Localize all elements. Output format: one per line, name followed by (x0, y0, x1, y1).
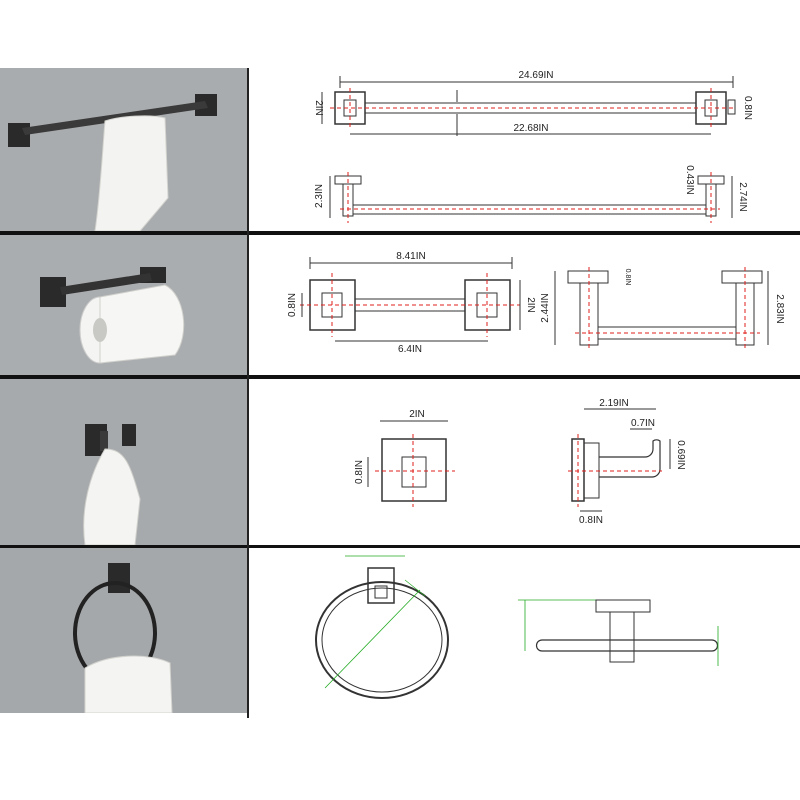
robe-hook-photo-art (0, 379, 247, 545)
base-height-label: 2IN (313, 100, 324, 116)
tip-width-label: 0.7IN (631, 418, 655, 429)
row-divider (0, 545, 800, 548)
toilet-paper-holder-photo (0, 235, 247, 375)
towel-bar-photo-art (0, 68, 247, 231)
plate-depth-label: 0.8IN (579, 515, 603, 526)
overall-length-label: 24.69IN (518, 70, 553, 81)
side-height-label: 2.44IN (540, 293, 551, 322)
inner-length-label: 6.4IN (398, 344, 422, 355)
ring-mount-icon (108, 563, 130, 593)
towel-bar-drawing: 24.69IN 2IN 0.8IN 22.68IN 2.3IN 0.43IN 2… (250, 68, 800, 231)
plate-depth-label: 0.8IN (624, 269, 631, 286)
towel-icon (84, 655, 173, 713)
towel-ring-photo (0, 548, 247, 713)
toilet-paper-holder-photo-art (0, 235, 247, 375)
towel-ring-drawing (250, 548, 800, 713)
hook-height-label: 0.69IN (675, 440, 686, 469)
side-height-label: 2.3IN (314, 184, 325, 208)
bar-icon (60, 273, 152, 295)
column-separator (247, 68, 249, 718)
paper-icon (99, 284, 185, 364)
overall-length-label: 8.41IN (396, 251, 425, 262)
robe-hook-photo (0, 379, 247, 545)
towel-bar-photo (0, 68, 247, 231)
towel-icon (83, 448, 141, 545)
bar-thickness-label: 0.8IN (742, 96, 753, 120)
towel-icon (94, 115, 169, 231)
projection-label: 2.74IN (737, 182, 748, 211)
projection-label: 2.83IN (774, 294, 785, 323)
left-mount-icon (8, 123, 30, 147)
overall-depth-label: 2.19IN (599, 398, 628, 409)
toilet-paper-holder-drawing: 8.41IN 0.8IN 2IN 6.4IN 2.44IN 0.8IN 2.83… (250, 235, 800, 375)
bar-thickness-label: 0.8IN (287, 293, 298, 317)
hook-icon (122, 424, 136, 446)
bar-gap-label: 0.43IN (684, 165, 695, 194)
row-divider (0, 375, 800, 379)
robe-hook-drawing: 2IN 0.8IN 2.19IN 0.7IN 0.69IN 0.8IN (250, 379, 800, 545)
row-divider (0, 231, 800, 235)
hook-thickness-label: 0.8IN (354, 460, 365, 484)
base-width-label: 2IN (409, 409, 425, 420)
towel-ring-photo-art (0, 548, 247, 713)
base-height-label: 2IN (525, 297, 536, 313)
bar-length-label: 22.68IN (513, 123, 548, 134)
